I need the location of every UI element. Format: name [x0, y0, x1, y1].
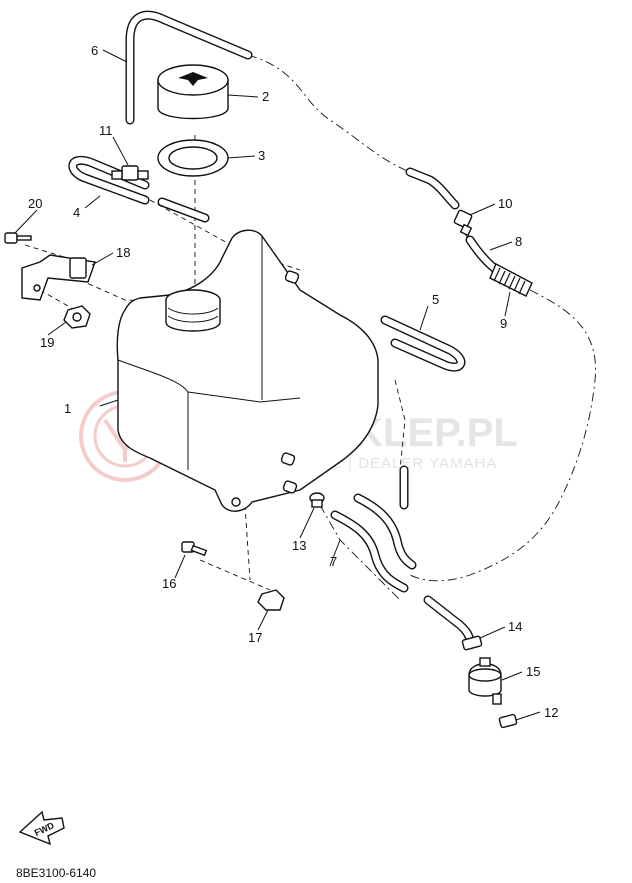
cap-gasket	[157, 139, 229, 177]
callout-18: 18	[116, 245, 130, 260]
callout-labels: 1 2 3 4 5 6 7 8 9 10 11 12 13 14 15 16 1…	[28, 43, 558, 720]
lower-hose	[330, 493, 417, 593]
callout-5: 5	[432, 292, 439, 307]
bent-hose-right	[380, 315, 466, 372]
nut-19	[63, 305, 91, 329]
short-pipe	[157, 197, 210, 223]
hose-clamp-14	[461, 635, 483, 651]
mounting-bracket	[21, 254, 96, 301]
callout-14: 14	[508, 619, 522, 634]
hose-clamp-12	[498, 713, 518, 729]
callout-8: 8	[515, 234, 522, 249]
hose-with-protector	[465, 235, 533, 297]
overflow-hose-top	[125, 10, 253, 125]
callout-16: 16	[162, 576, 176, 591]
callout-3: 3	[258, 148, 265, 163]
callout-4: 4	[73, 205, 80, 220]
joint-fitting	[453, 209, 473, 237]
diagram-part-code: 8BE3100-6140	[16, 866, 96, 880]
callout-6: 6	[91, 43, 98, 58]
filter-hose	[423, 595, 475, 647]
bent-hose-and-tee	[68, 155, 150, 205]
callout-11: 11	[99, 123, 113, 138]
hose-clip-13	[309, 492, 325, 508]
reservoir-cap	[157, 64, 229, 120]
callout-2: 2	[262, 89, 269, 104]
callout-leaders	[14, 49, 541, 721]
callout-12: 12	[544, 705, 558, 720]
callout-10: 10	[498, 196, 512, 211]
bolt-20	[4, 232, 32, 244]
callout-19: 19	[40, 335, 54, 350]
fwd-arrow-icon: FWD	[18, 810, 65, 846]
callout-9: 9	[500, 316, 507, 331]
hose-segment-upper-right	[405, 167, 460, 210]
callout-7: 7	[330, 554, 337, 569]
inline-filter	[468, 657, 502, 705]
callout-20: 20	[28, 196, 42, 211]
bolt-16	[181, 541, 208, 557]
nut-17	[257, 589, 285, 611]
callout-13: 13	[292, 538, 306, 553]
callout-15: 15	[526, 664, 540, 679]
coolant-reservoir-tank	[116, 229, 379, 512]
callout-17: 17	[248, 630, 262, 645]
callout-1: 1	[64, 401, 71, 416]
